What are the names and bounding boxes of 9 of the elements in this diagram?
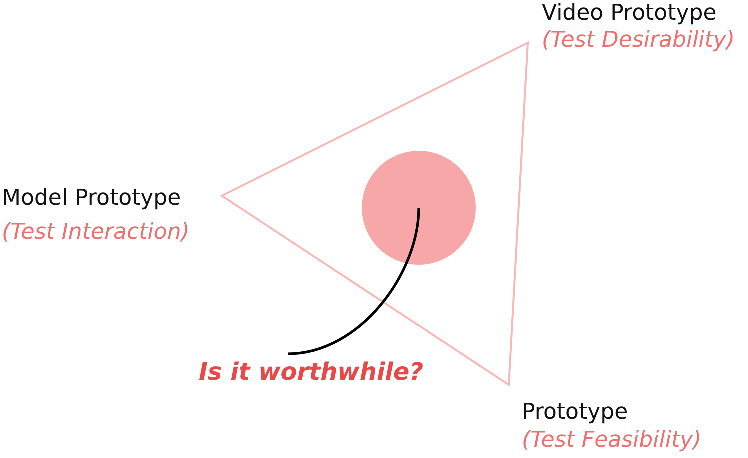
callout-text: Is it worthwhile?	[199, 358, 424, 386]
vertex-label: Model Prototype	[2, 186, 182, 212]
vertex-label: Video Prototype	[542, 1, 717, 27]
triangle-outline	[220, 41, 530, 387]
vertex-caption: (Test Desirability)	[542, 28, 736, 54]
vertex-label: Prototype	[522, 400, 628, 426]
leader-line	[288, 208, 420, 356]
vertex-caption: (Test Interaction)	[2, 220, 190, 246]
vertex-caption: (Test Feasibility)	[522, 428, 702, 454]
